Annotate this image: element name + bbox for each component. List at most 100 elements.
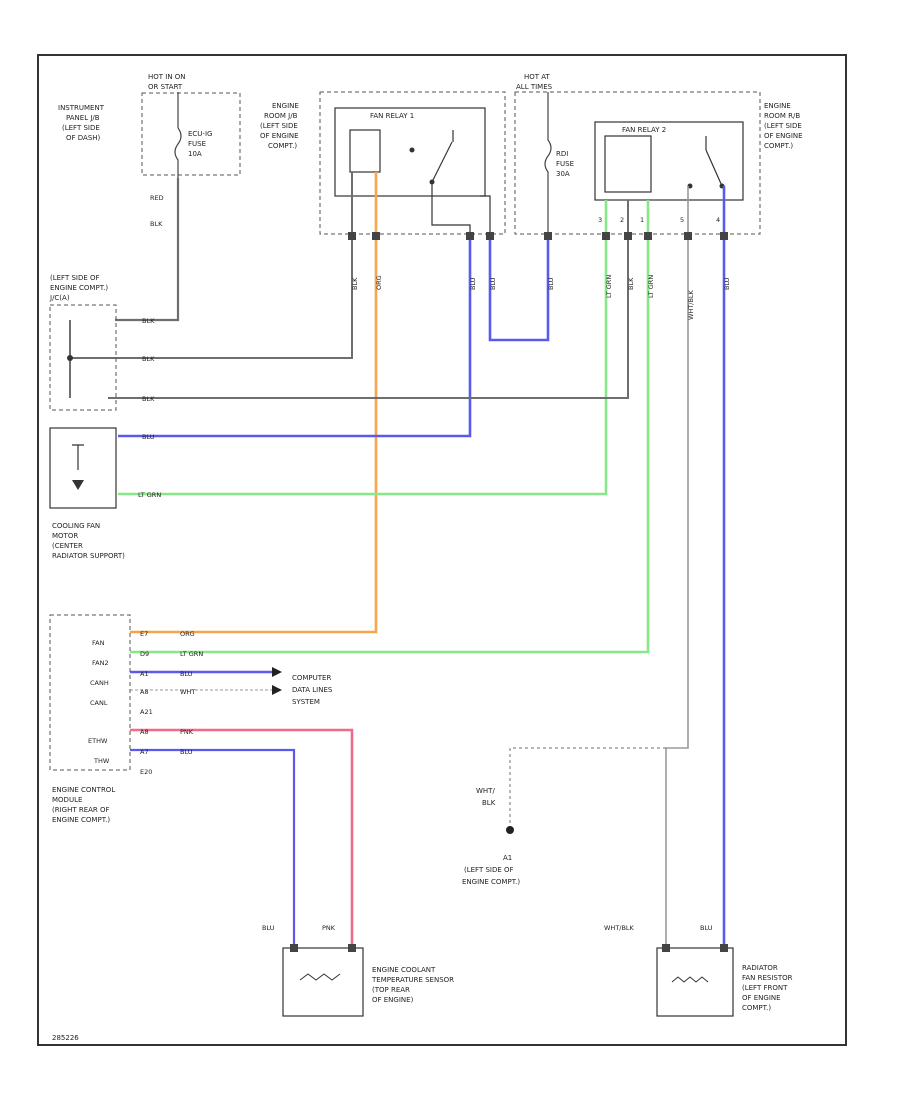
wire-blk-relay2 <box>108 200 629 399</box>
left-side-label: (LEFT SIDE OF <box>50 274 100 282</box>
vwire-label-8: LT GRN <box>647 275 655 298</box>
engine-room-right-label-3: (LEFT SIDE <box>764 122 802 130</box>
motor-wire-label-2: LT GRN <box>138 491 161 499</box>
wires <box>70 172 726 950</box>
motor-wire-label-1: BLU <box>142 433 155 441</box>
vwire-label-2: ORG <box>375 275 383 290</box>
vwire-label-10: BLU <box>723 277 731 290</box>
vwire-label-4: BLU <box>489 277 497 290</box>
engine-room-left-label-5: COMPT.) <box>268 142 297 150</box>
engine-room-rb-right: HOT AT ALL TIMES RDI FUSE 30A FAN RELAY … <box>514 73 803 240</box>
ecm-wire-5: PNK <box>180 728 194 736</box>
ground-label-2: (LEFT SIDE OF <box>464 866 514 874</box>
radiator-fan-resistor: WHT/BLK BLU RADIATOR FAN RESISTOR (LEFT … <box>604 924 793 1017</box>
ground-label: A1 <box>503 854 512 862</box>
fan-relay-1-box <box>334 107 486 197</box>
instrument-panel-label-4: OF DASH) <box>66 134 101 142</box>
ecm-pin-fan: FAN <box>92 639 105 647</box>
ground-wire-label: WHT/ <box>476 787 495 795</box>
rfr-wire-2: BLU <box>700 924 713 932</box>
engine-room-left-label: ENGINE <box>272 102 299 110</box>
ecm-pin-ethw: ETHW <box>88 737 108 745</box>
ecm-num-1: E7 <box>140 630 148 638</box>
ect-label-2: TEMPERATURE SENSOR <box>371 976 454 984</box>
wire-blu-motor <box>118 240 472 438</box>
ecm-num-6: A7 <box>140 748 149 756</box>
instrument-panel-label-2: PANEL J/B <box>66 114 100 122</box>
pin-2: 2 <box>620 216 624 224</box>
pin-5: 5 <box>680 216 684 224</box>
ecm-wire-4: WHT <box>180 688 195 696</box>
splice-wire-label-1: BLK <box>142 317 155 325</box>
wire-blk-relay1 <box>70 172 353 359</box>
fan-relay-2-label: FAN RELAY 2 <box>622 126 666 134</box>
ect-label: ENGINE COOLANT <box>372 966 436 974</box>
ect-label-4: OF ENGINE) <box>372 996 414 1004</box>
rfr-label: RADIATOR <box>742 964 778 972</box>
wire-org <box>130 172 378 634</box>
ecm-pin-canl: CANL <box>90 699 108 707</box>
vwire-label-1: BLK <box>351 277 359 290</box>
ecm-pin-thw: THW <box>93 757 110 765</box>
ecm-label-4: ENGINE COMPT.) <box>52 816 110 824</box>
engine-room-left-label-3: (LEFT SIDE <box>260 122 298 130</box>
cooling-fan-motor-label-2: MOTOR <box>52 532 78 540</box>
ecm-wire-3: BLU <box>180 670 193 678</box>
rfr-label-4: OF ENGINE <box>742 994 781 1002</box>
or-start-label: OR START <box>148 83 183 91</box>
fan-relay-1-label: FAN RELAY 1 <box>370 112 414 120</box>
fan-relay-2-box <box>594 121 744 201</box>
splice-wire-label-2: BLK <box>142 355 155 363</box>
splice-label: J/C(A) <box>49 294 70 302</box>
engine-room-right-label-4: OF ENGINE <box>764 132 803 140</box>
rdi-fuse-label-3: 30A <box>556 170 570 178</box>
ect-wire-1: BLU <box>262 924 275 932</box>
resistor-icon <box>671 976 709 983</box>
vwire-label-6: LT GRN <box>605 275 613 298</box>
ecu-ig-fuse-label: ECU-IG <box>188 130 212 138</box>
ecu-ig-fuse-label-3: 10A <box>188 150 202 158</box>
instrument-panel-jb: HOT IN ON OR START INSTRUMENT PANEL J/B … <box>58 73 241 228</box>
engine-room-right-label: ENGINE <box>764 102 791 110</box>
splice-jc: (LEFT SIDE OF ENGINE COMPT.) J/C(A) BLK … <box>49 274 155 411</box>
instrument-panel-label: INSTRUMENT <box>58 104 105 112</box>
ecm-wire-1: ORG <box>180 630 195 638</box>
hot-in-on-label: HOT IN ON <box>148 73 186 81</box>
ground-label-3: ENGINE COMPT.) <box>462 878 520 886</box>
instrument-panel-label-3: (LEFT SIDE <box>62 124 100 132</box>
cooling-fan-motor-label: COOLING FAN <box>52 522 100 530</box>
diagram-frame <box>37 54 847 1046</box>
ecm-extra-2: E20 <box>140 768 152 776</box>
connector-pins <box>348 232 728 240</box>
wire-blk-label: BLK <box>150 220 163 228</box>
wire-blk-fuse <box>115 178 180 322</box>
ecm-label: ENGINE CONTROL <box>52 786 115 794</box>
engine-coolant-temp-sensor: BLU PNK ENGINE COOLANT TEMPERATURE SENSO… <box>262 924 454 1017</box>
rdi-fuse-label-2: FUSE <box>556 160 574 168</box>
ecm-num-5: A8 <box>140 728 149 736</box>
rfr-wire-1: WHT/BLK <box>604 924 635 932</box>
all-times-label: ALL TIMES <box>516 83 553 91</box>
computer-data-label-2: DATA LINES <box>292 686 333 694</box>
ect-label-3: (TOP REAR <box>372 986 410 994</box>
ecm-wire-2: LT GRN <box>180 650 203 658</box>
canl-arrow <box>272 685 282 695</box>
vertical-wire-labels: BLK ORG BLU BLU BLU LT GRN BLK LT GRN WH… <box>351 275 731 320</box>
pin-4: 4 <box>716 216 720 224</box>
wire-red-label: RED <box>150 194 164 202</box>
wire-blu-loop <box>488 240 550 342</box>
hot-at-label: HOT AT <box>524 73 551 81</box>
splice-wire-label-3: BLK <box>142 395 155 403</box>
rdi-fuse-label: RDI <box>556 150 568 158</box>
fuse-icon <box>174 92 182 178</box>
ecm-num-4: A8 <box>140 688 149 696</box>
computer-data-label-3: SYSTEM <box>292 698 320 706</box>
engine-room-left-label-2: ROOM J/B <box>264 112 298 120</box>
vwire-label-3: BLU <box>469 277 477 290</box>
footer-code: 285226 <box>52 1034 79 1042</box>
wire-blu-ect <box>130 748 296 950</box>
ecm-num-3: A1 <box>140 670 149 678</box>
sensor-icon <box>299 973 341 981</box>
ground-icon <box>506 826 514 834</box>
